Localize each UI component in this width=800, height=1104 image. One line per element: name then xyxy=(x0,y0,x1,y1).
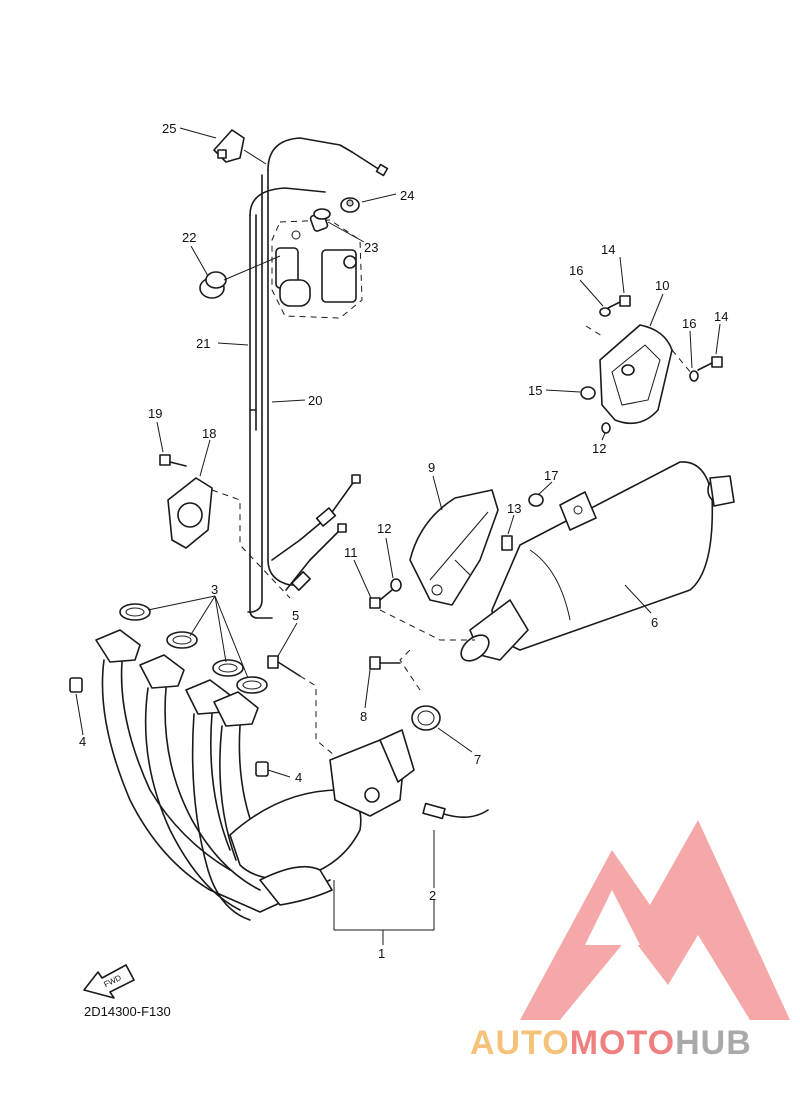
callout-15: 15 xyxy=(528,383,542,398)
part-13-nut xyxy=(501,535,513,551)
callout-17: 17 xyxy=(544,468,558,483)
callout-4b: 4 xyxy=(295,770,302,785)
part-12-washer-b xyxy=(601,422,611,434)
callout-4a: 4 xyxy=(79,734,86,749)
part-10-cover xyxy=(585,324,693,425)
part-24-nut xyxy=(340,197,360,213)
part-2-sensor xyxy=(422,802,489,820)
part-15-nut xyxy=(580,386,596,400)
fwd-arrow-icon: FWD xyxy=(83,964,135,999)
callout-14b: 14 xyxy=(714,309,728,324)
part-23-collar xyxy=(309,208,331,232)
callout-3: 3 xyxy=(211,582,218,597)
part-12-washer-a xyxy=(390,578,402,592)
callout-24: 24 xyxy=(400,188,414,203)
callout-16b: 16 xyxy=(682,316,696,331)
part-6-muffler xyxy=(379,461,735,662)
part-22-grommet xyxy=(199,255,281,299)
callout-1: 1 xyxy=(378,946,385,961)
part-19-bolt xyxy=(159,454,187,467)
callout-12a: 12 xyxy=(377,521,391,536)
callout-10: 10 xyxy=(655,278,669,293)
callout-20: 20 xyxy=(308,393,322,408)
watermark-auto: AUTO xyxy=(470,1024,570,1062)
watermark-moto: MOTO xyxy=(569,1024,676,1062)
part-25-clamp xyxy=(213,129,267,165)
callout-13: 13 xyxy=(507,501,521,516)
callout-labels: 25 24 23 22 21 20 19 18 14 16 10 14 16 1… xyxy=(79,121,728,961)
part-4-nuts xyxy=(69,677,269,777)
watermark-logo xyxy=(520,820,790,1020)
callout-9: 9 xyxy=(428,460,435,475)
part-9-protector xyxy=(409,489,499,606)
callout-11: 11 xyxy=(344,545,358,560)
valve-actuator xyxy=(271,219,363,319)
callout-23: 23 xyxy=(364,240,378,255)
callout-14a: 14 xyxy=(601,242,615,257)
callout-6: 6 xyxy=(651,615,658,630)
part-18-gasket xyxy=(167,477,291,599)
part-3-gaskets xyxy=(119,603,268,694)
watermark-hub: HUB xyxy=(675,1024,752,1062)
exhaust-headers xyxy=(95,629,415,921)
part-16-washers xyxy=(599,307,699,382)
part-14-bolts xyxy=(607,295,723,371)
part-17-nut xyxy=(528,493,544,507)
callout-18: 18 xyxy=(202,426,216,441)
callout-19: 19 xyxy=(148,406,162,421)
callout-21: 21 xyxy=(196,336,210,351)
callout-12b: 12 xyxy=(592,441,606,456)
part-7-gasket xyxy=(399,649,441,731)
part-5-bolt xyxy=(267,655,341,761)
drawing-code: 2D14300-F130 xyxy=(84,1004,171,1019)
leader-lines xyxy=(75,127,721,945)
watermark-text: AUTOMOTOHUB xyxy=(470,1024,752,1063)
part-11-bolt xyxy=(369,589,393,609)
callout-16a: 16 xyxy=(569,263,583,278)
part-8-bolt xyxy=(369,656,401,670)
callout-22: 22 xyxy=(182,230,196,245)
callout-5: 5 xyxy=(292,608,299,623)
callout-7: 7 xyxy=(474,752,481,767)
callout-25: 25 xyxy=(162,121,176,136)
cable-20 xyxy=(249,187,326,619)
cable-ends xyxy=(271,151,389,591)
callout-8: 8 xyxy=(360,709,367,724)
callout-2: 2 xyxy=(429,888,436,903)
